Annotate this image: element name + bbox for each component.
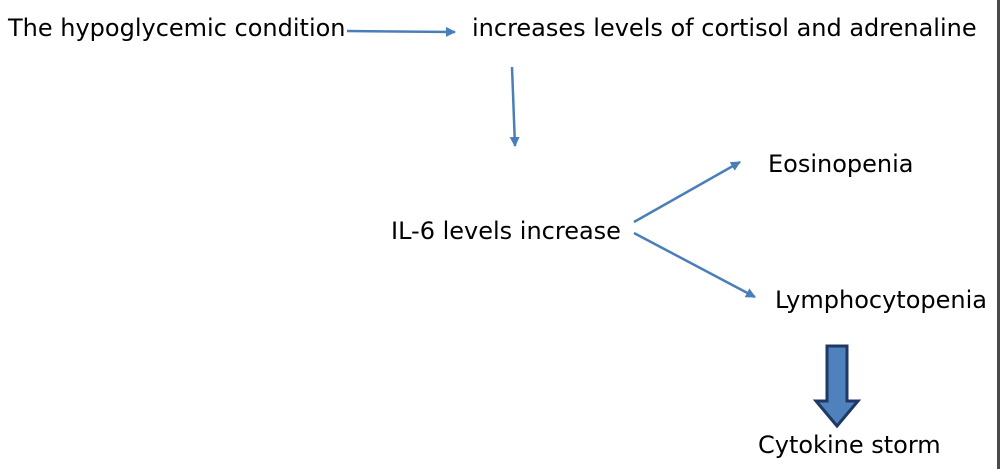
arrow-il6-to-eosinopenia: [633, 160, 741, 224]
node-cytokine-storm: Cytokine storm: [758, 431, 941, 459]
node-cortisol-adrenaline: increases levels of cortisol and adrenal…: [472, 14, 977, 42]
node-il6-increase: IL-6 levels increase: [391, 217, 621, 245]
arrow-hypoglycemic-to-hormones: [346, 26, 456, 37]
node-hypoglycemic-condition: The hypoglycemic condition: [8, 14, 346, 42]
arrow-hormones-to-il6: [509, 66, 520, 147]
node-eosinopenia: Eosinopenia: [768, 150, 914, 178]
block-arrow-to-cytokine-storm: [812, 344, 862, 429]
node-lymphocytopenia: Lymphocytopenia: [775, 286, 987, 314]
arrow-il6-to-lymphocytopenia: [633, 231, 756, 299]
right-edge-border: [997, 0, 1000, 469]
